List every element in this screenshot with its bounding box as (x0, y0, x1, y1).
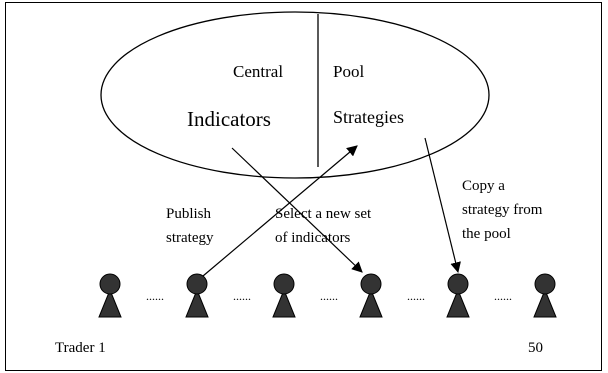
trader-body (98, 288, 122, 318)
trader-head (273, 273, 295, 295)
trader-figure (446, 273, 470, 318)
trader-last-label: 50 (528, 340, 543, 356)
trader-head (186, 273, 208, 295)
publish-line-1: Publish (166, 206, 212, 222)
publish-arrow (202, 145, 358, 277)
strategies-label: Strategies (333, 107, 404, 127)
trader-head (534, 273, 556, 295)
trader-separator: ...... (494, 289, 512, 303)
select-annotation: Select a new set of indicators (275, 206, 372, 246)
pool-title-right: Pool (333, 62, 364, 81)
trader-body (272, 288, 296, 318)
trader-separator: ...... (407, 289, 425, 303)
select-line-2: of indicators (275, 230, 351, 246)
trader-separator: ...... (146, 289, 164, 303)
select-line-1: Select a new set (275, 206, 372, 222)
pool-title-left: Central (233, 62, 283, 81)
trader-head (99, 273, 121, 295)
trader-separator: ...... (320, 289, 338, 303)
copy-line-2: strategy from (462, 202, 543, 218)
trader-figure (272, 273, 296, 318)
copy-annotation: Copy a strategy from the pool (462, 178, 543, 242)
publish-annotation: Publish strategy (166, 206, 214, 246)
trader-head (447, 273, 469, 295)
indicators-label: Indicators (187, 107, 271, 131)
trader-figure (185, 273, 209, 318)
trader-body (533, 288, 557, 318)
trader-body (359, 288, 383, 318)
trader-body (185, 288, 209, 318)
trader-figure (359, 273, 383, 318)
publish-line-2: strategy (166, 230, 214, 246)
copy-line-1: Copy a (462, 178, 505, 194)
central-pool-ellipse (100, 11, 490, 179)
copy-strategy-arrow (424, 137, 461, 274)
trader-first-label: Trader 1 (55, 340, 106, 356)
trader-separator: ...... (233, 289, 251, 303)
traders-row: .............................. (98, 273, 557, 318)
trader-figure (533, 273, 557, 318)
select-indicators-arrow (231, 147, 363, 273)
trader-head (360, 273, 382, 295)
trader-figure (98, 273, 122, 318)
trader-body (446, 288, 470, 318)
copy-line-3: the pool (462, 226, 511, 242)
